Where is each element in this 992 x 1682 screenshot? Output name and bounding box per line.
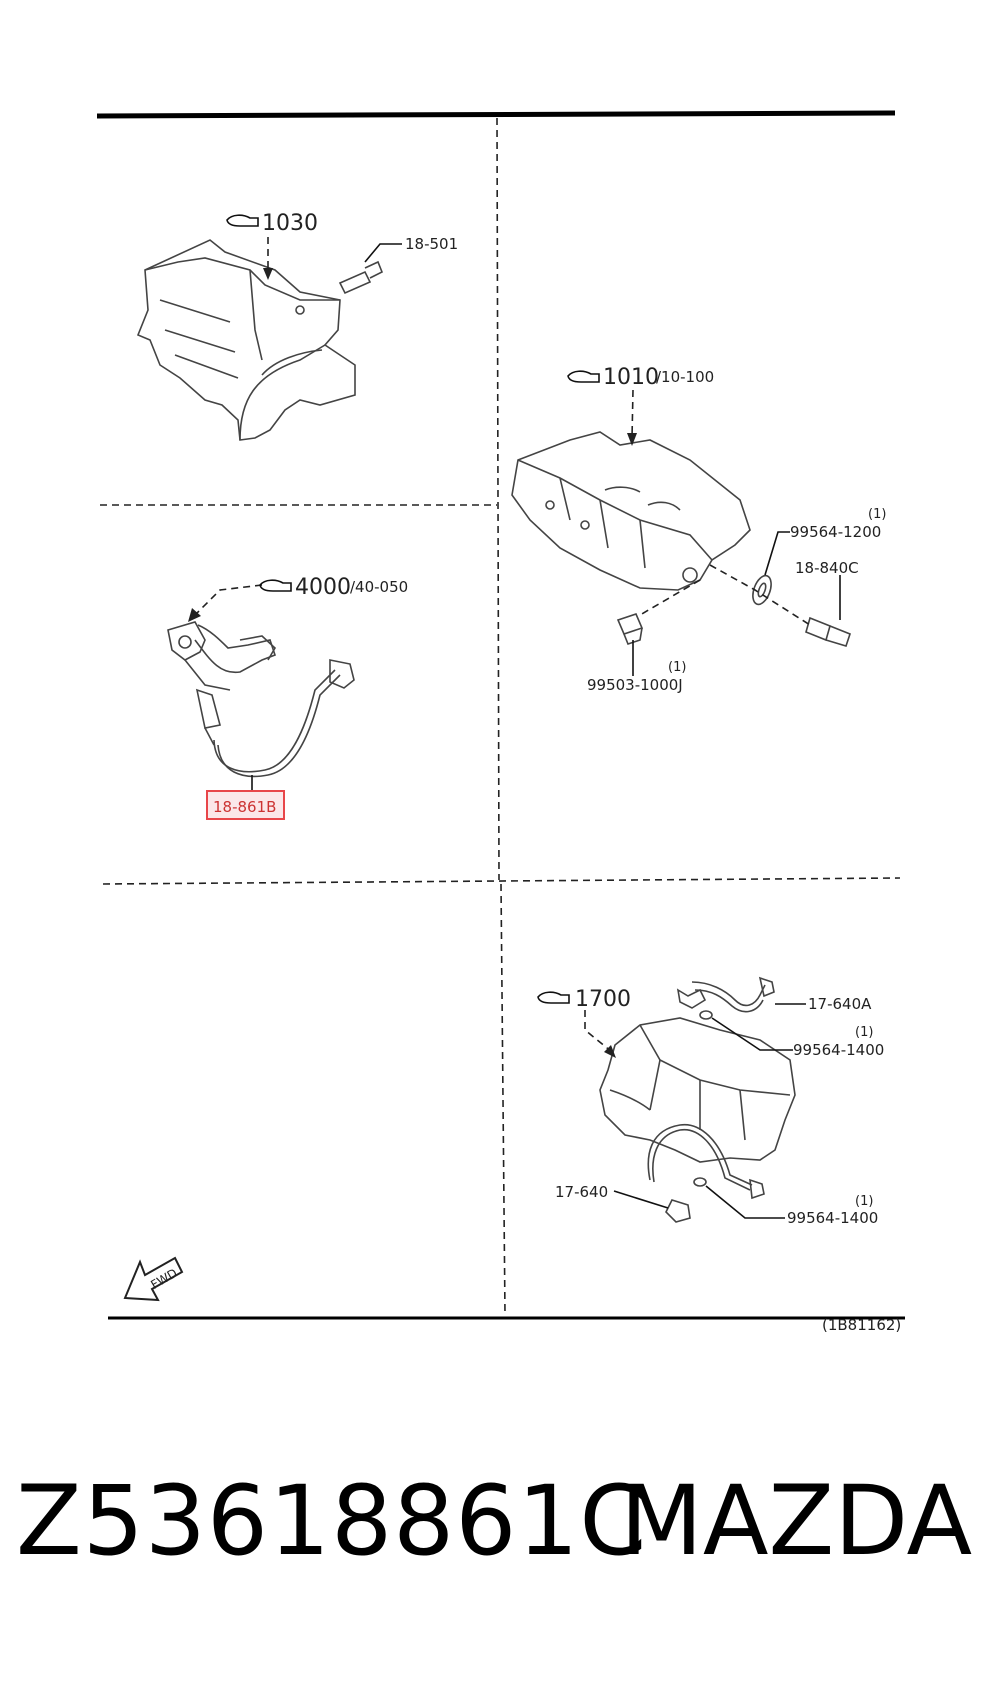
- qty-99503-1000j: (1): [668, 660, 686, 675]
- part-label-18-861b: 18-861B: [213, 798, 276, 816]
- ref-arrowhead-1010: [627, 433, 637, 446]
- qty-99564-1400-top: (1): [855, 1025, 873, 1040]
- vertical-divider-lower: [500, 883, 506, 1316]
- leader-17-640: [613, 1190, 669, 1209]
- ref-label-10-100: /10-100: [656, 368, 714, 386]
- parts-diagram: 1030 18-501 1010 /10-100 (1) 99564-1200 …: [96, 110, 905, 1334]
- ref-label-1700: 1700: [575, 987, 631, 1012]
- fwd-arrow-icon: FWD: [123, 1256, 184, 1302]
- ref-arrow-1700: [584, 1010, 613, 1053]
- vertical-divider-upper: [496, 117, 500, 881]
- sensor-18-840c-illustration: [805, 616, 851, 647]
- engine-block-illustration: [136, 239, 356, 441]
- ref-arrowhead-4000: [188, 608, 201, 622]
- ref-arrowhead-1700: [604, 1045, 616, 1058]
- oxygen-sensor-18-861b-illustration: [195, 659, 355, 778]
- washer-99564-1200-illustration: [752, 574, 772, 606]
- top-border: [96, 110, 896, 119]
- plug-99503-1000j-illustration: [616, 613, 644, 645]
- ref-label-40-050: /40-050: [350, 578, 408, 596]
- ref-path-4000: [194, 584, 263, 616]
- cylinder-head-illustration: [511, 431, 751, 591]
- washer-99564-1400-bottom-illustration: [693, 1177, 707, 1187]
- ref-arrow-1010: [631, 389, 634, 439]
- part-label-99564-1400-top: 99564-1400: [793, 1041, 884, 1059]
- ref-label-1030: 1030: [262, 211, 318, 236]
- leader-99564-1400-bottom: [705, 1185, 785, 1219]
- highlight-box-18-861b: [206, 790, 285, 820]
- part-label-18-501: 18-501: [405, 235, 458, 253]
- washer-99564-1400-top-illustration: [699, 1010, 713, 1020]
- leader-99564-1400-top: [711, 1017, 793, 1051]
- diagram-code: (1B81162): [822, 1316, 901, 1334]
- qty-99564-1400-bottom: (1): [855, 1194, 873, 1209]
- speed-sensor-17-640a-illustration: [676, 976, 775, 1013]
- ref-label-4000: 4000: [295, 575, 351, 600]
- qty-99564-1200: (1): [868, 507, 886, 522]
- brand-name: MAZDA: [620, 1465, 973, 1577]
- install-path-18-840c: [709, 564, 811, 626]
- part-label-99503-1000j: 99503-1000J: [587, 676, 683, 694]
- sensor-18-501-illustration: [338, 260, 384, 295]
- ref-label-1010: 1010: [603, 365, 659, 390]
- exhaust-manifold-illustration: [167, 621, 277, 691]
- ref-arrowhead-1030: [263, 268, 273, 280]
- speed-sensor-17-640-illustration: [647, 1123, 765, 1223]
- part-label-18-840c: 18-840C: [795, 559, 859, 577]
- footer: Z53618861C MAZDA: [0, 1465, 992, 1585]
- part-label-99564-1400-bottom: 99564-1400: [787, 1209, 878, 1227]
- transmission-illustration: [599, 1017, 796, 1163]
- pointer-hand-icon: [226, 214, 259, 227]
- part-label-17-640: 17-640: [555, 1183, 608, 1201]
- pointer-hand-icon: [567, 370, 600, 383]
- part-label-99564-1200: 99564-1200: [790, 523, 881, 541]
- pointer-hand-icon: [259, 579, 292, 592]
- horizontal-divider-middle: [102, 877, 901, 885]
- pointer-hand-icon: [537, 991, 570, 1004]
- leader-99564-1200: [764, 531, 790, 576]
- leader-18-501: [364, 243, 402, 263]
- part-label-17-640a: 17-640A: [808, 995, 872, 1013]
- install-path-99503: [639, 579, 701, 616]
- part-number: Z53618861C: [16, 1465, 648, 1577]
